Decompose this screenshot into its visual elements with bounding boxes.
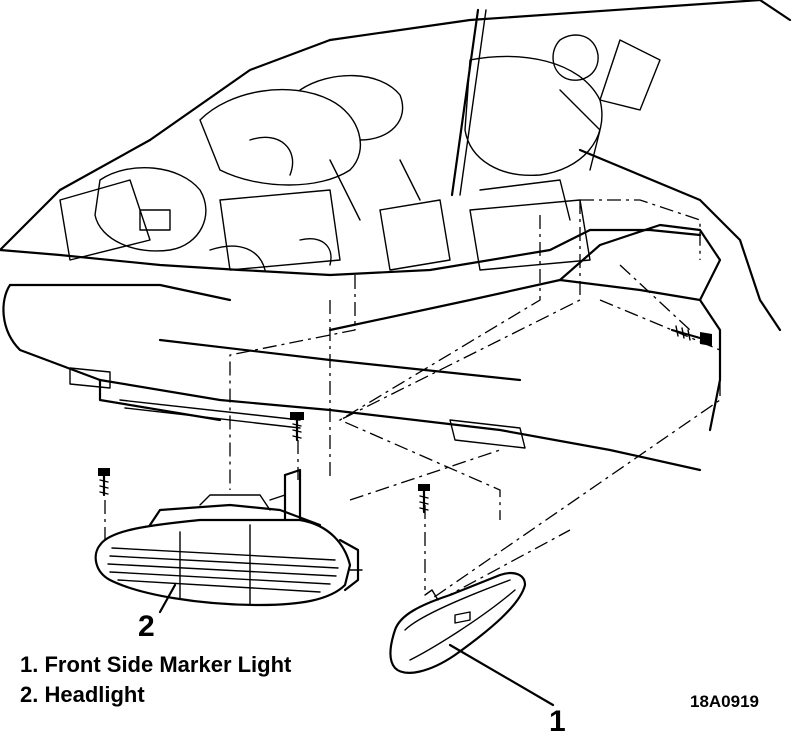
fasteners [98,325,712,514]
vehicle-front-end [0,0,792,472]
headlight-opening [558,223,722,302]
hood-prop-rod [450,8,480,197]
legend: 1. Front Side Marker Light 2. Headlight [20,650,291,710]
screw-marker [418,484,430,514]
headlight-assembly [94,468,363,607]
headlight-bracket [283,468,302,522]
leader-marker [448,643,555,707]
right-fog-recess [449,419,526,449]
callout-marker-number: 1 [549,705,566,738]
side-marker-light [389,571,527,674]
alignment-lines [104,199,721,601]
screw-left [98,468,110,497]
legend-item-marker: 1. Front Side Marker Light [20,652,292,677]
screw-center [290,412,304,442]
bolt-side [670,325,712,346]
engine-components [59,34,661,271]
legend-item-headlight: 2. Headlight [20,682,145,707]
figure-id: 18A0919 [690,692,760,711]
bumper-cover [2,278,722,472]
leader-headlight [158,583,177,614]
left-fog-recess [69,367,111,389]
callout-headlight-number: 2 [138,610,155,643]
